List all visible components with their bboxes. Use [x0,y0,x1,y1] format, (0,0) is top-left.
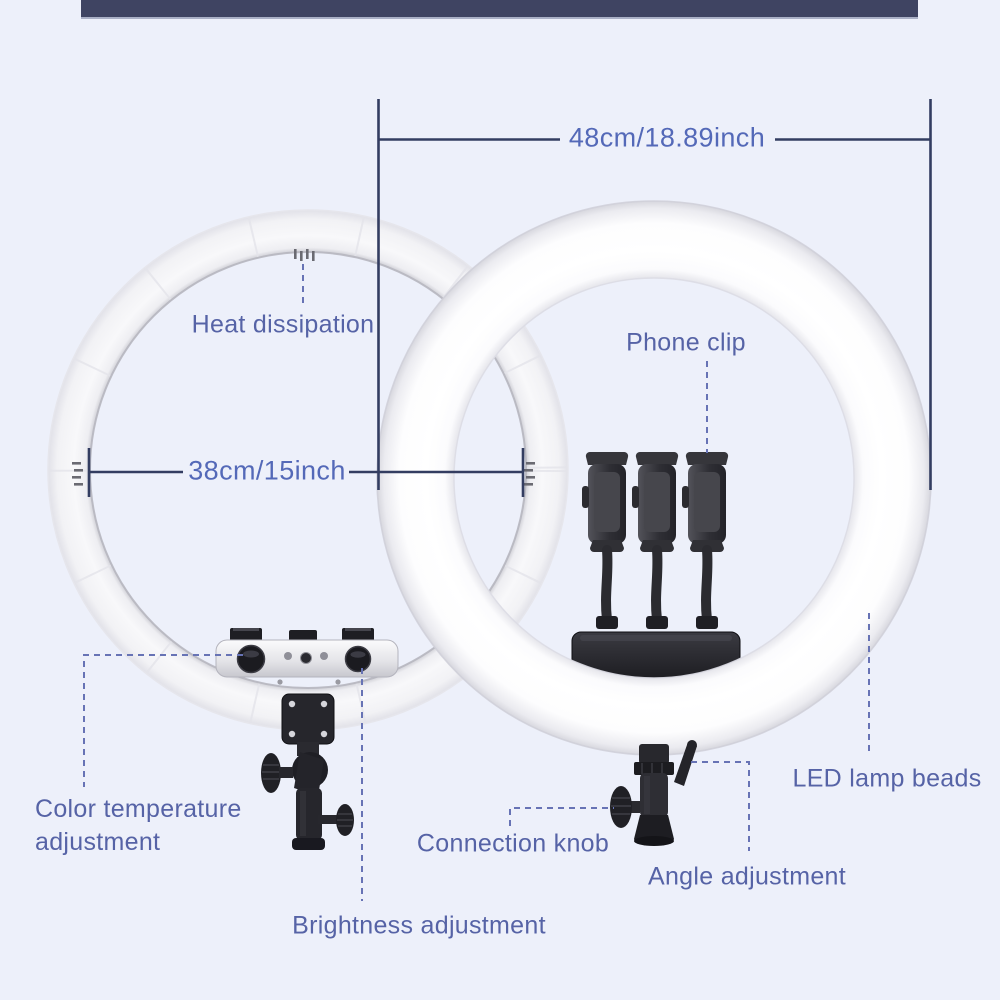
heat-vents-top [294,249,315,261]
connection-knob [610,786,632,828]
phone-clip-2 [632,452,678,629]
callout-connectors [83,264,870,901]
inner-diameter-label: 38cm/15inch [188,455,346,486]
color-temperature-connector [83,654,243,787]
heat-vents-right [524,462,535,486]
angle-adjustment-connector [691,761,750,851]
outer-diameter-dimension [377,99,932,490]
color-temperature-label: Color temperature adjustment [35,795,242,856]
right-ring-mount [610,740,697,846]
inner-diameter-dimension [87,448,525,497]
left-ring-mount [261,693,354,850]
heat-vents-left [72,462,83,486]
connection-knob-connector [509,807,614,826]
angle-adjustment-lever [674,742,697,786]
color-temperature-knob [236,644,266,674]
connection-knob-label: Connection knob [416,829,610,858]
outer-diameter-label: 48cm/18.89inch [568,122,766,153]
phone-clip-assembly [571,452,741,691]
heat-dissipation-label: Heat dissipation [191,310,375,339]
phone-clip-1 [582,452,628,629]
brightness-knob [344,645,372,673]
left-ring-facets [49,211,567,729]
top-banner-bar [81,0,918,19]
phone-clip-label: Phone clip [626,328,746,357]
led-lamp-beads-label: LED lamp beads [792,764,982,793]
cold-shoe-mounts [230,628,374,642]
brightness-adjustment-label: Brightness adjustment [292,911,546,940]
angle-adjustment-label: Angle adjustment [648,862,846,891]
left-ring-control-panel [215,628,399,685]
phone-clip-3 [682,452,728,629]
